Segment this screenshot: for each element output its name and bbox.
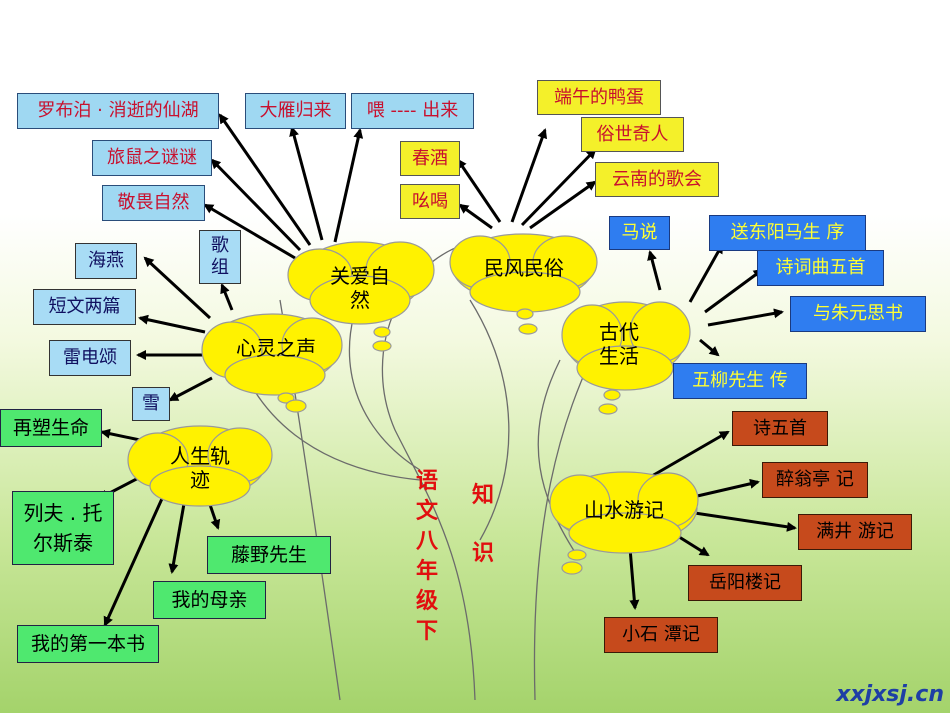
item-leidian: 雷电颂 <box>49 340 131 376</box>
item-songdongyang: 送东阳马生 序 <box>709 215 866 251</box>
item-xiaoshi: 小石 潭记 <box>604 617 718 653</box>
item-lvshu: 旅鼠之谜谜 <box>92 140 212 176</box>
item-yaohe: 吆喝 <box>400 184 460 219</box>
item-yueyang: 岳阳楼记 <box>688 565 802 601</box>
item-zaisu: 再塑生命 <box>0 409 102 447</box>
item-xue: 雪 <box>132 387 170 421</box>
item-mashuo: 马说 <box>609 216 670 250</box>
item-duanwu: 端午的鸭蛋 <box>537 80 661 115</box>
item-tengye: 藤野先生 <box>207 536 331 574</box>
item-diyiben: 我的第一本书 <box>17 625 159 663</box>
item-label: 敬畏自然 <box>117 192 190 213</box>
item-yunnan: 云南的歌会 <box>595 162 719 197</box>
item-shiwushou: 诗五首 <box>732 411 828 446</box>
arrows <box>98 113 797 627</box>
item-wei-chulai: 喂 ---- 出来 <box>351 93 474 129</box>
item-label: 大雁归来 <box>259 100 332 121</box>
hub-xinling: 心灵之声 <box>236 336 316 360</box>
item-label: 喂 ---- 出来 <box>366 100 459 121</box>
item-muqin: 我的母亲 <box>153 581 266 619</box>
hub-minfeng: 民风民俗 <box>484 256 564 280</box>
item-gezu: 歌 组 <box>199 230 241 284</box>
center-title-col2: 知 识 <box>471 482 494 566</box>
item-zhuyuansi: 与朱元思书 <box>790 296 926 332</box>
hub-gudai: 古代生活 <box>599 320 639 368</box>
cloud-shanshui <box>549 471 699 575</box>
hub-rensheng: 人生轨迹 <box>170 444 230 492</box>
item-duanwen: 短文两篇 <box>33 289 136 325</box>
item-haiyan: 海燕 <box>75 243 137 279</box>
item-zuiweng: 醉翁亭 记 <box>762 462 868 498</box>
item-chunjiu: 春酒 <box>400 141 460 176</box>
item-luobupo: 罗布泊 · 消逝的仙湖 <box>17 93 219 129</box>
item-liefu: 列夫 . 托尔斯泰 <box>12 491 114 565</box>
watermark: xxjxsj.cn <box>836 682 944 707</box>
item-shici: 诗词曲五首 <box>757 250 884 286</box>
item-wuliu: 五柳先生 传 <box>673 363 807 399</box>
item-label: 罗布泊 · 消逝的仙湖 <box>37 100 199 121</box>
cloud-minfeng <box>449 233 598 335</box>
cloud-guanai <box>287 241 435 352</box>
center-title-col1: 语 文 八 年 级 下 <box>415 468 438 644</box>
item-dayan: 大雁归来 <box>245 93 346 129</box>
cloud-gudai <box>561 301 691 415</box>
hub-shanshui: 山水游记 <box>584 498 664 522</box>
item-manjing: 满井 游记 <box>798 514 912 550</box>
item-sushi: 俗世奇人 <box>581 117 684 152</box>
item-label: 旅鼠之谜谜 <box>107 147 197 168</box>
cloud-xinling <box>201 313 343 413</box>
hub-guanai: 关爱自然 <box>330 264 390 312</box>
cloud-rensheng <box>127 425 273 507</box>
item-jingwei: 敬畏自然 <box>102 185 205 221</box>
